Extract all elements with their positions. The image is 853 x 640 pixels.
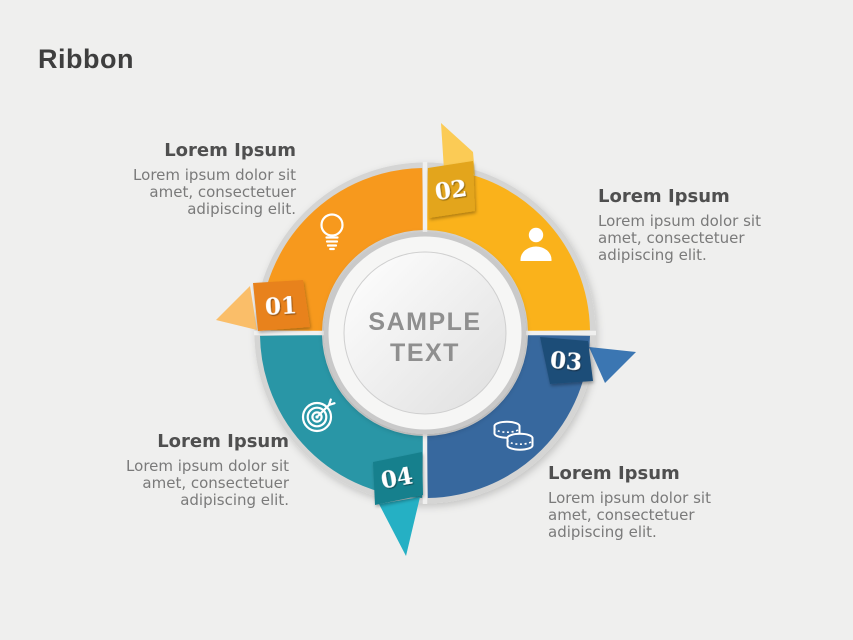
badge-01[interactable]: 01 [253, 280, 310, 331]
person-icon [520, 227, 552, 261]
badge-number-04: 04 [379, 462, 415, 494]
ribbon-tail-04 [379, 497, 420, 556]
step-body-line: adipiscing elit. [187, 200, 296, 218]
text-block-step-03[interactable]: Lorem Ipsum Lorem ipsum dolor sit amet, … [548, 463, 744, 541]
step-body-line: Lorem ipsum dolor sit [133, 166, 296, 184]
badge-number-01: 01 [264, 292, 297, 321]
center-text-line2: TEXT [390, 339, 460, 367]
step-body-line: adipiscing elit. [180, 491, 289, 509]
step-body-line: Lorem ipsum dolor sit [598, 212, 761, 230]
badge-number-02: 02 [433, 175, 468, 206]
text-block-step-02[interactable]: Lorem Ipsum Lorem ipsum dolor sit amet, … [598, 186, 794, 264]
badge-03[interactable]: 03 [540, 337, 593, 384]
step-body-line: adipiscing elit. [548, 523, 657, 541]
step-body-line: amet, consectetuer [548, 506, 695, 524]
step-heading: Lorem Ipsum [164, 140, 296, 161]
page-title: Ribbon [38, 44, 134, 74]
badge-04[interactable]: 04 [373, 452, 423, 505]
ribbon-tail-02 [441, 123, 475, 175]
lightbulb-icon [320, 213, 344, 251]
ribbon-tail-01 [216, 286, 257, 330]
step-body-line: Lorem ipsum dolor sit [548, 489, 711, 507]
target-icon [301, 398, 336, 433]
step-heading: Lorem Ipsum [548, 463, 680, 484]
coins-icon [493, 420, 534, 451]
ribbon-tail-03 [589, 347, 636, 383]
center-text-line1: SAMPLE [368, 308, 481, 336]
step-heading: Lorem Ipsum [157, 431, 289, 452]
text-block-step-04[interactable]: Lorem Ipsum Lorem ipsum dolor sit amet, … [93, 431, 289, 509]
step-body-line: amet, consectetuer [598, 229, 745, 247]
badge-02[interactable]: 02 [428, 161, 475, 218]
center-circle[interactable]: SAMPLE TEXT [324, 232, 526, 434]
step-body-line: amet, consectetuer [149, 183, 296, 201]
step-body-line: adipiscing elit. [598, 246, 707, 264]
step-body-line: Lorem ipsum dolor sit [126, 457, 289, 475]
step-heading: Lorem Ipsum [598, 186, 730, 207]
text-block-step-01[interactable]: Lorem Ipsum Lorem ipsum dolor sit amet, … [100, 140, 296, 218]
badge-number-03: 03 [549, 347, 583, 377]
step-body-line: amet, consectetuer [142, 474, 289, 492]
